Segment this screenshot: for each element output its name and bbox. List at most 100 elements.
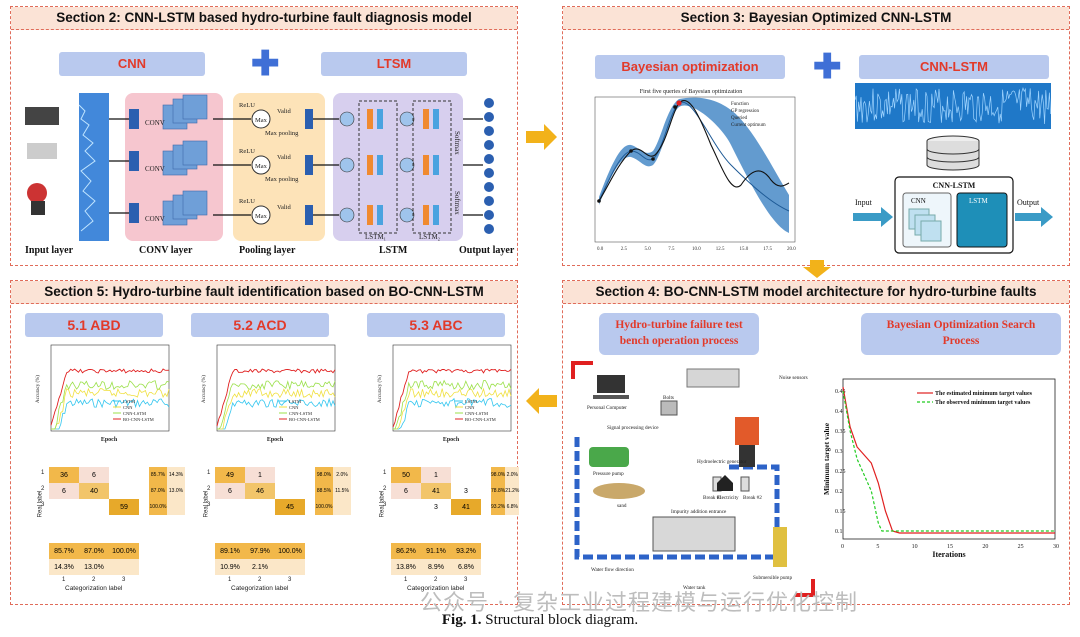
signal-waveform [855, 83, 1051, 129]
bo-legend-queried: Queried [731, 116, 748, 121]
row-stat: 2.0% [333, 467, 351, 483]
watermark: 公众号 · 复杂工业过程建模与运行优化控制 [420, 591, 858, 616]
row-stats-1: 98.0%2.0%88.5%11.5%100.0% [315, 467, 351, 515]
softmax-label: Softmax [453, 131, 461, 155]
softmax-label: Softmax [453, 191, 461, 215]
panel-1-title: 5.2 ACD [191, 313, 329, 337]
section-3-title: Section 3: Bayesian Optimized CNN-LSTM [563, 7, 1069, 30]
bo2-ytick: 0.1 [835, 529, 843, 535]
arch-cnn-label: CNN [911, 197, 926, 205]
cm-cell: 50 [391, 467, 421, 483]
row-index: 3 [383, 502, 387, 508]
row-stat: 2.0% [505, 467, 520, 483]
bo-legend-optimum: Current optimum [731, 123, 766, 128]
col-stat: 6.8% [451, 559, 481, 575]
row-index: 2 [207, 486, 211, 492]
legend-cnn-lstm: CNN-LSTM [465, 411, 488, 416]
legend-bo-cnn-lstm: BO-CNN-LSTM [289, 417, 320, 422]
pressure-pump-label: Pressure pump [593, 471, 624, 477]
legend-bo-cnn-lstm: BO-CNN-LSTM [465, 417, 496, 422]
row-stat: 6.8% [505, 499, 520, 515]
legend-bo-cnn-lstm: BO-CNN-LSTM [123, 417, 154, 422]
row-stat: 100.0% [149, 499, 167, 515]
row-stat: 13.0% [167, 483, 185, 499]
row-stat: 100.0% [315, 499, 333, 515]
bo-xtick: 2.5 [621, 247, 628, 252]
maxpool-label: Max pooling [265, 176, 299, 183]
col-index: 1 [228, 577, 232, 583]
row-stat: 93.2% [491, 499, 506, 515]
conv-label: CONV [145, 215, 165, 223]
arrow-right-icon [526, 124, 557, 150]
row-stats-0: 85.7%14.3%87.0%13.0%100.0% [149, 467, 185, 515]
lstm2-label: LSTM₂ [419, 233, 441, 241]
cm-cell: 6 [215, 483, 245, 499]
test-bench-heading-text: Hydro-turbine failure test bench operati… [615, 319, 743, 347]
col-stat: 100.0% [109, 543, 139, 559]
cm-cell [275, 483, 305, 499]
section-5: Section 5: Hydro-turbine fault identific… [10, 280, 520, 605]
cm-cell: 6 [49, 483, 79, 499]
submersible-label: Submersible pump [753, 575, 792, 581]
bo-search-heading [861, 313, 1061, 355]
panel-0-title: 5.1 ABD [25, 313, 163, 337]
sand-label: sand [617, 503, 627, 509]
bo2-ytick: 0.2 [835, 489, 843, 495]
legend-lstm: LSTM [465, 399, 477, 404]
bo-ylabel: Minimum target value [822, 422, 831, 495]
cm-cell [451, 467, 481, 483]
break1-label: Break #1 [703, 495, 722, 501]
bo-xtick: 12.5 [716, 247, 725, 252]
section-4: Section 4: BO-CNN-LSTM model architectur… [562, 280, 1070, 605]
bo2-xtick: 15 [947, 544, 953, 550]
col-stats-2: 86.2%91.1%93.2%13.8%8.9%6.8% [391, 543, 481, 575]
cm-cell: 1 [421, 467, 451, 483]
row-stat: 98.0% [491, 467, 506, 483]
lstm1-label: LSTM₁ [365, 233, 386, 241]
col-stat: 10.9% [215, 559, 245, 575]
legend-cnn-lstm: CNN-LSTM [123, 411, 146, 416]
bo2-ytick: 0.45 [835, 389, 846, 395]
cm-cell: 46 [245, 483, 275, 499]
row-stat: 88.5% [315, 483, 333, 499]
bo2-ytick: 0.4 [835, 409, 843, 415]
col-stats-0: 85.7%87.0%100.0%14.3%13.0% [49, 543, 139, 575]
cnn-pill: CNN [59, 52, 205, 76]
row-index: 1 [41, 470, 45, 476]
max-label: Max [255, 163, 268, 170]
col-index: 2 [258, 577, 262, 583]
bo-legend-gp: GP regression [731, 109, 760, 114]
cm-cell [391, 499, 421, 515]
bo2-xtick: 20 [982, 544, 988, 550]
maxpool-label: Max pooling [265, 130, 299, 137]
legend-cnn: CNN [289, 405, 299, 410]
legend-lstm: LSTM [289, 399, 301, 404]
bo2-ytick: 0.3 [835, 449, 843, 455]
legend-cnn: CNN [465, 405, 475, 410]
epoch-label: Epoch [101, 437, 118, 443]
col-index: 2 [434, 577, 438, 583]
valid-label: Valid [277, 154, 291, 161]
test-bench-diagram: Personal Computer Noise sensors Signal p… [571, 361, 815, 597]
cm-cell: 1 [245, 467, 275, 483]
col-stat: 93.2% [451, 543, 481, 559]
cm-cell [79, 499, 109, 515]
legend-cnn-lstm: CNN-LSTM [289, 411, 312, 416]
cm-cell: 40 [79, 483, 109, 499]
bo2-xtick: 5 [876, 544, 879, 550]
input-layer-label: Input layer [25, 245, 74, 256]
plus-icon: ✚ [813, 48, 842, 86]
categorization-label: Categorization label [65, 585, 123, 592]
cm-cell: 41 [451, 499, 481, 515]
cm-cell [275, 467, 305, 483]
row-stat: 87.0% [149, 483, 167, 499]
row-stat: 21.2% [505, 483, 520, 499]
col-stat [109, 559, 139, 575]
col-stat: 8.9% [421, 559, 451, 575]
lstm-pill: LTSM [321, 52, 467, 76]
bayesian-optimization-pill: Bayesian optimization [595, 55, 785, 79]
bo-xtick: 10.0 [692, 247, 701, 252]
valid-label: Valid [277, 108, 291, 115]
arch-output-label: Output [1017, 198, 1040, 207]
